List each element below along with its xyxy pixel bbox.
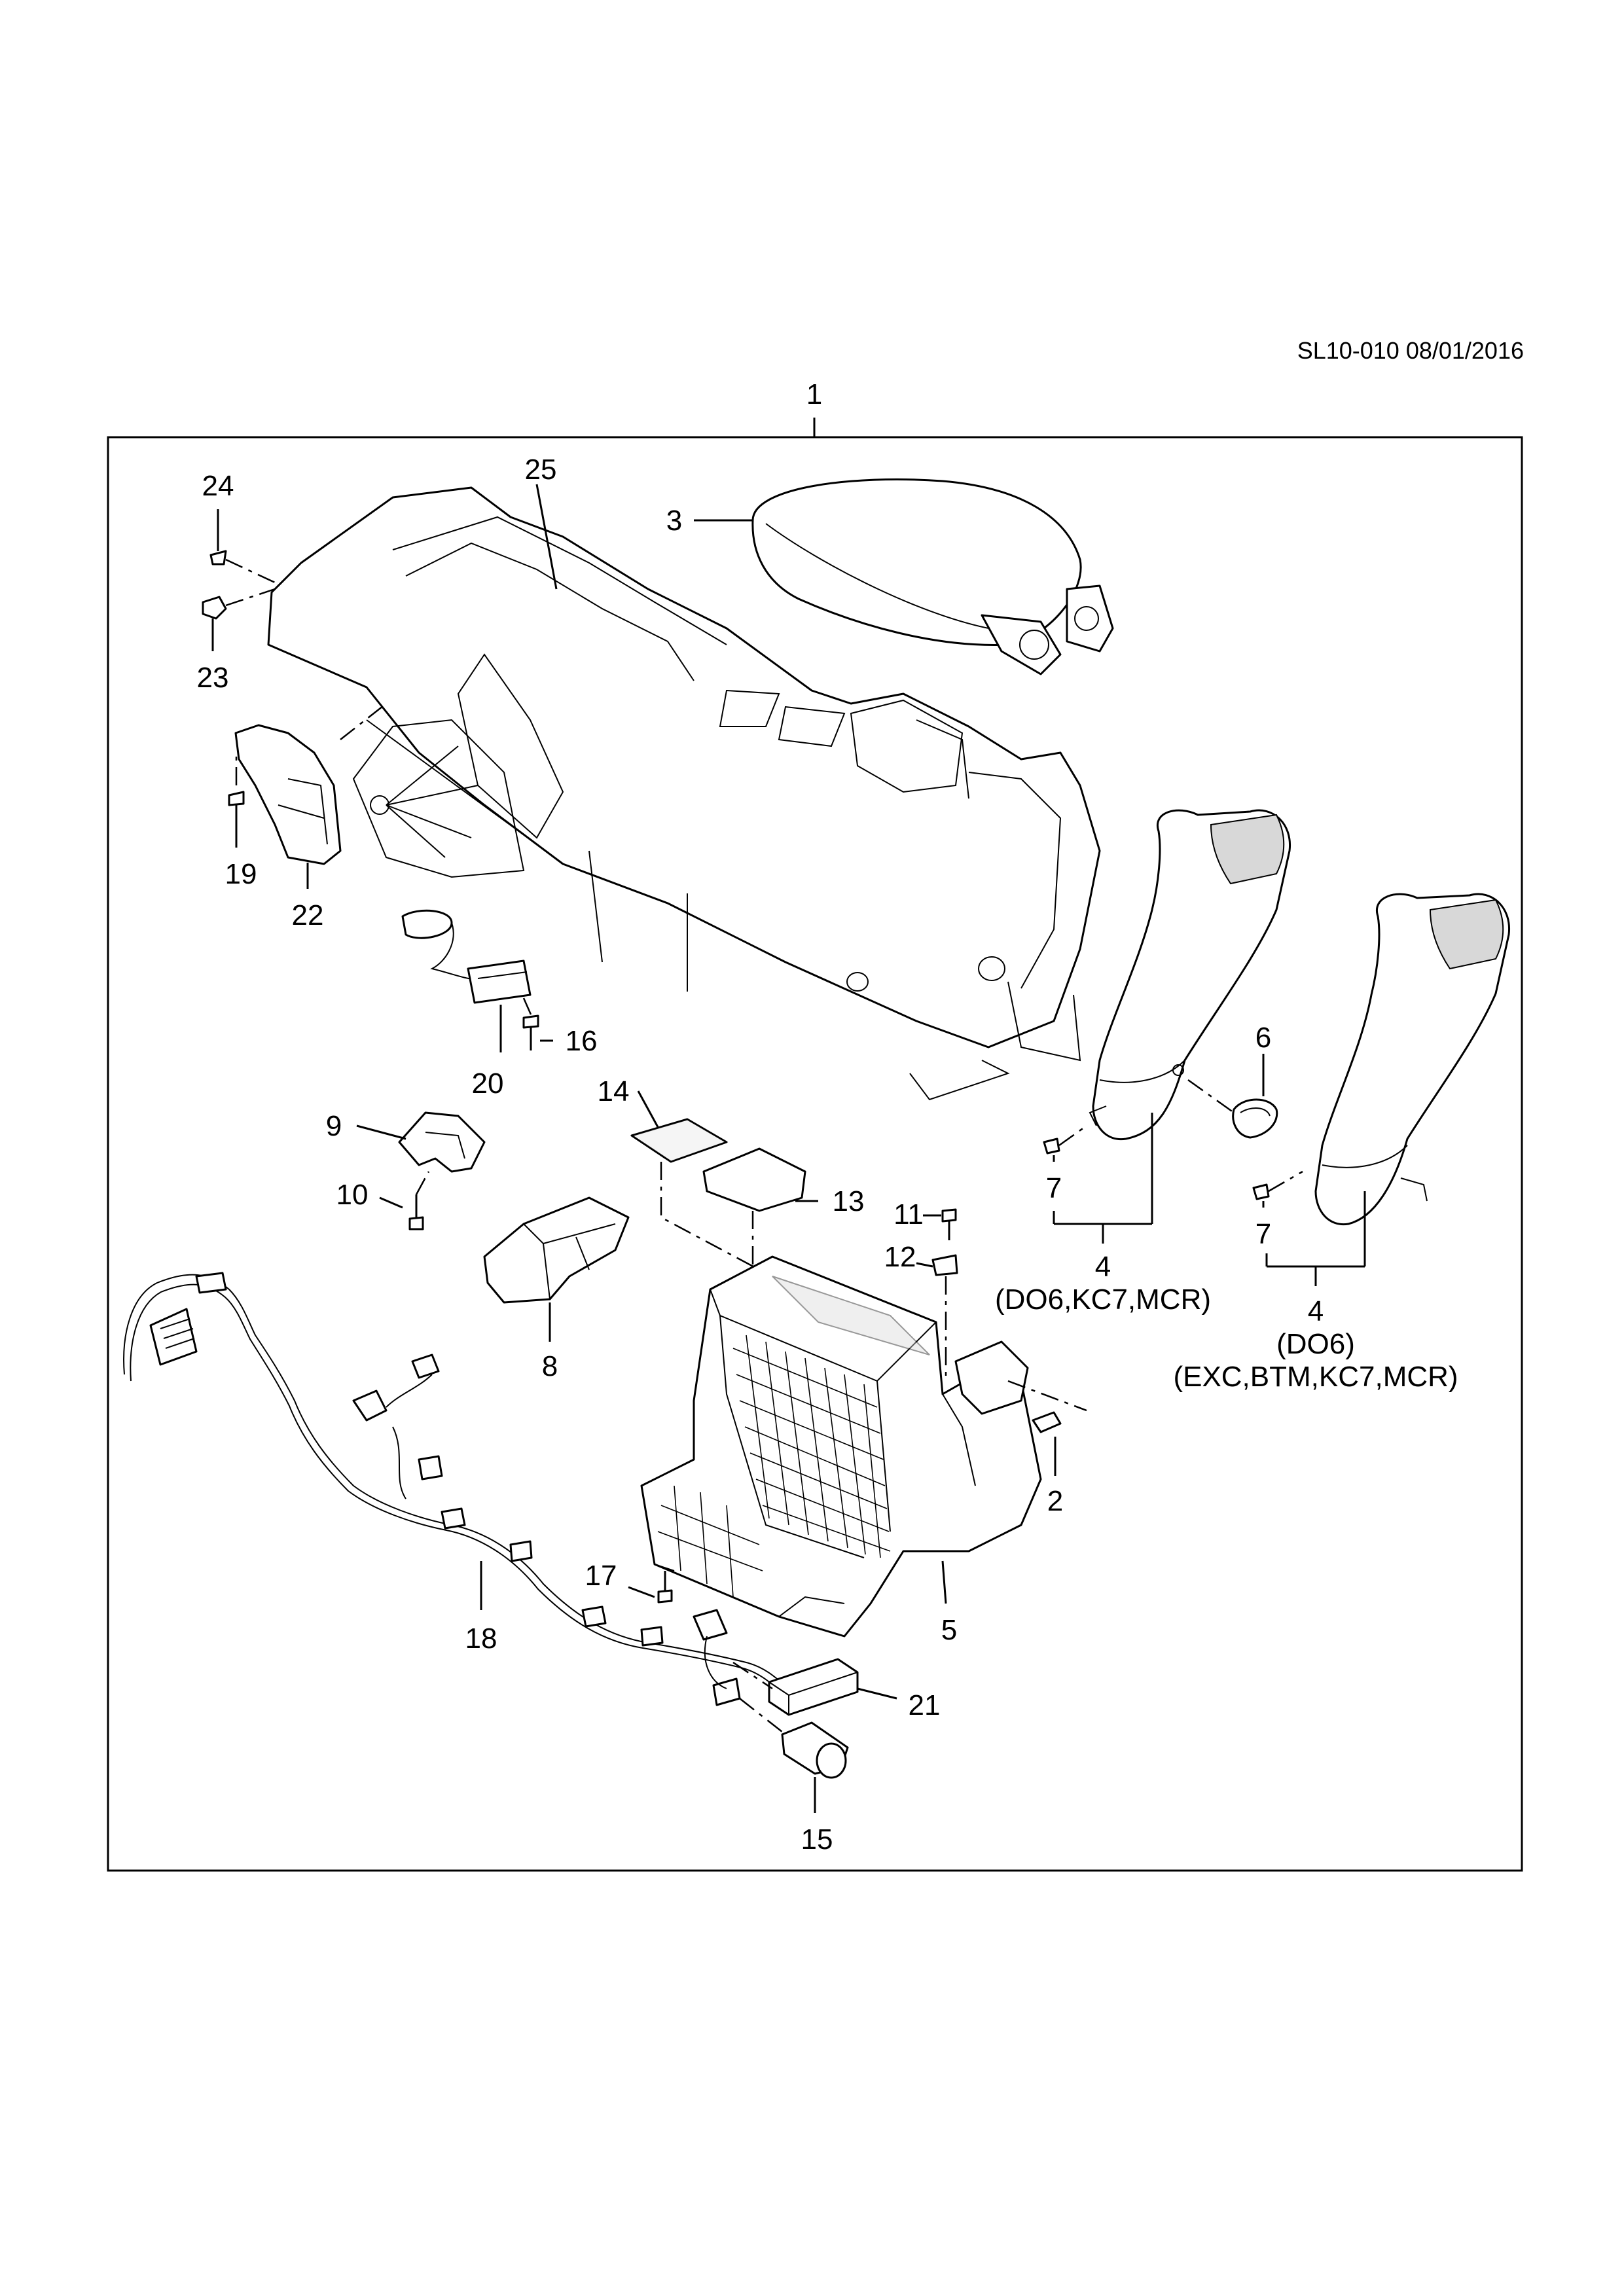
- callout-4-b: 4: [1308, 1295, 1324, 1327]
- callout-1: 1: [806, 378, 822, 410]
- console-body: [267, 486, 1101, 1101]
- callout-3: 3: [666, 505, 682, 537]
- callout-18: 18: [465, 1623, 497, 1655]
- leader-5: [941, 1560, 947, 1604]
- callout-10: 10: [336, 1179, 369, 1211]
- clip-9: [398, 1111, 486, 1173]
- callout-19: 19: [225, 858, 257, 890]
- side-panel-4-b: [1314, 893, 1511, 1226]
- storage-bin-5: [640, 1255, 1042, 1638]
- note-4-b-line2: (EXC,BTM,KC7,MCR): [1173, 1361, 1458, 1393]
- side-panel-4-a: [1089, 809, 1291, 1141]
- cap-6: [1187, 1079, 1278, 1139]
- callout-25: 25: [525, 454, 557, 486]
- leader-25: [535, 484, 558, 590]
- screw-10: [408, 1171, 430, 1230]
- screw-19: [228, 753, 245, 828]
- armrest-lid: [751, 478, 1114, 675]
- callout-17: 17: [585, 1560, 617, 1592]
- callout-9: 9: [326, 1110, 342, 1142]
- leader-17: [628, 1586, 655, 1598]
- callout-7-a: 7: [1046, 1172, 1062, 1204]
- callout-4-a: 4: [1095, 1251, 1111, 1283]
- module-20: [401, 909, 532, 1004]
- callout-5: 5: [941, 1614, 957, 1646]
- leader-12: [916, 1262, 933, 1268]
- outlet-15: [739, 1698, 849, 1779]
- leader-9: [356, 1124, 406, 1140]
- callout-22: 22: [292, 899, 324, 931]
- clip-24: [209, 550, 276, 584]
- socket-21: [732, 1658, 859, 1716]
- callout-20: 20: [472, 1067, 504, 1100]
- callout-24: 24: [202, 470, 234, 502]
- callout-14: 14: [598, 1075, 630, 1107]
- callout-7-b: 7: [1255, 1218, 1271, 1250]
- leader-21: [857, 1687, 897, 1700]
- nut-23: [202, 588, 276, 620]
- pad-14: [630, 1118, 729, 1163]
- assembly-path-pads: [660, 1162, 760, 1276]
- callout-8: 8: [542, 1350, 558, 1382]
- callout-12: 12: [884, 1241, 916, 1273]
- screw-17: [657, 1571, 673, 1604]
- bracket-8: [483, 1196, 630, 1304]
- diagram-reference: SL10-010 08/01/2016: [1297, 337, 1524, 364]
- leader-14: [637, 1090, 659, 1128]
- clip-7-a: [1043, 1124, 1087, 1155]
- pad-13: [702, 1147, 806, 1212]
- callout-16: 16: [566, 1025, 598, 1057]
- note-4-b-line1: (DO6): [1276, 1328, 1355, 1360]
- callout-21: 21: [909, 1689, 941, 1721]
- bin-grid: [657, 1335, 891, 1598]
- screw-16: [522, 997, 539, 1050]
- leader-10: [379, 1196, 403, 1209]
- clip-12: [931, 1254, 958, 1381]
- bracket-22: [234, 703, 387, 865]
- wiring-harness-18: [123, 1272, 806, 1708]
- callout-15: 15: [801, 1823, 833, 1856]
- callout-23: 23: [197, 662, 229, 694]
- note-4-a: (DO6,KC7,MCR): [995, 1283, 1211, 1316]
- callout-2: 2: [1047, 1485, 1063, 1517]
- callout-13: 13: [833, 1185, 865, 1217]
- screw-11: [941, 1208, 957, 1240]
- callout-11: 11: [893, 1198, 924, 1230]
- clip-7-b: [1252, 1170, 1303, 1200]
- callout-6: 6: [1255, 1022, 1271, 1054]
- clip-2: [1007, 1380, 1087, 1433]
